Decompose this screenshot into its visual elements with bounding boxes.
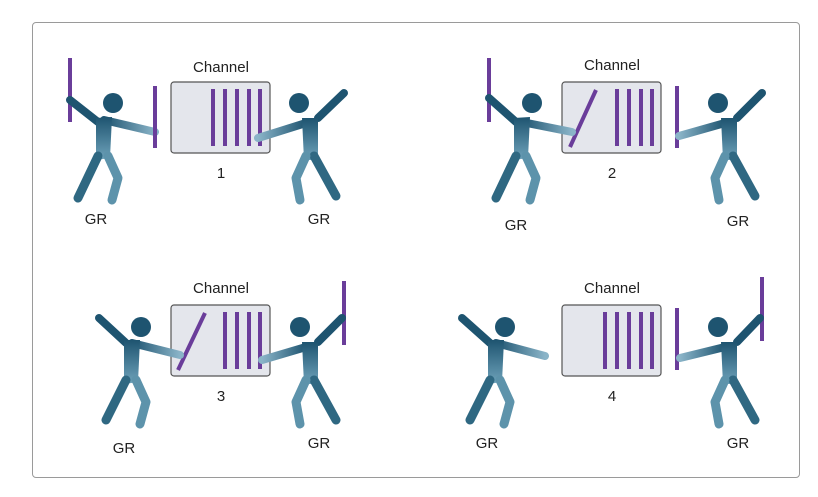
panel-4: Channel 4 GR GR — [458, 277, 764, 452]
gr-label-right: GR — [308, 435, 331, 452]
panel-number: 3 — [217, 388, 225, 405]
panel-number: 1 — [217, 165, 225, 182]
gr-label-left: GR — [505, 217, 528, 234]
gr-person-left — [66, 58, 159, 205]
rod-tilted — [568, 89, 598, 148]
diagram-frame — [32, 22, 800, 478]
rod-tilted — [176, 312, 207, 371]
channel-label: Channel — [584, 280, 640, 297]
gr-person-left — [458, 314, 549, 429]
channel-box — [170, 81, 271, 154]
gr-person-left — [95, 314, 184, 429]
panel-number: 4 — [608, 388, 616, 405]
panel-3: Channel 3 GR GR — [95, 280, 346, 457]
gr-label-left: GR — [476, 435, 499, 452]
channel-label: Channel — [193, 280, 249, 297]
panel-1: Channel 1 GR — [66, 58, 348, 228]
gr-person-right — [254, 89, 348, 205]
channel-label: Channel — [584, 57, 640, 74]
gr-person-left — [485, 58, 576, 205]
gr-person-right — [258, 281, 346, 429]
gr-label-left: GR — [85, 211, 108, 228]
panel-2: Channel 2 GR GR — [485, 57, 766, 234]
gr-label-right: GR — [727, 435, 750, 452]
channel-box — [170, 304, 271, 377]
panel-number: 2 — [608, 165, 616, 182]
gr-label-right: GR — [308, 211, 331, 228]
gr-person-right — [675, 89, 766, 205]
channel-box — [561, 81, 662, 154]
gr-label-right: GR — [727, 213, 750, 230]
gr-person-right — [676, 277, 764, 429]
channel-box — [561, 304, 662, 377]
channel-label: Channel — [193, 59, 249, 76]
gr-label-left: GR — [113, 440, 136, 457]
